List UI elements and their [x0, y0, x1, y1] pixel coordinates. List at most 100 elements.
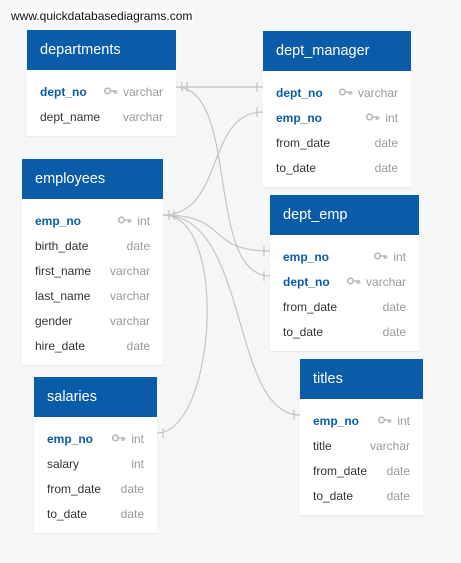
- field-type: date: [374, 136, 398, 150]
- field-row[interactable]: from_date date: [300, 459, 423, 484]
- field-type-label: int: [137, 214, 150, 228]
- field-name: from_date: [276, 136, 331, 150]
- table-title: salaries: [34, 377, 157, 417]
- field-row[interactable]: to_date date: [34, 502, 157, 527]
- table-salaries[interactable]: salaries emp_no int salary int from_date…: [34, 377, 157, 533]
- field-type: date: [386, 489, 410, 503]
- field-row[interactable]: to_date date: [263, 156, 411, 181]
- field-row[interactable]: from_date date: [263, 131, 411, 156]
- field-type: int: [118, 209, 150, 234]
- field-row[interactable]: first_name varchar: [22, 259, 163, 284]
- connector-employees-salaries: [156, 214, 208, 434]
- field-type: varchar: [346, 269, 406, 295]
- connector-employees-dept-emp: [162, 214, 271, 252]
- field-list: dept_no varchar dept_name varchar: [27, 70, 176, 136]
- field-type: date: [386, 464, 410, 478]
- field-row[interactable]: dept_no varchar: [263, 81, 411, 106]
- field-type-label: varchar: [365, 275, 406, 289]
- field-row[interactable]: emp_no int: [22, 209, 163, 234]
- field-type: date: [374, 161, 398, 175]
- field-name: hire_date: [35, 339, 86, 353]
- field-name: from_date: [313, 464, 368, 478]
- field-name: to_date: [313, 489, 354, 503]
- field-row[interactable]: emp_no int: [34, 427, 157, 452]
- field-type-label: int: [131, 432, 144, 446]
- table-title: employees: [22, 159, 163, 199]
- field-row[interactable]: to_date date: [270, 320, 419, 345]
- key-icon: [378, 408, 392, 433]
- key-icon: [346, 269, 361, 294]
- field-type: date: [126, 239, 150, 253]
- field-row[interactable]: hire_date date: [22, 334, 163, 359]
- field-name: first_name: [35, 264, 92, 278]
- field-name: emp_no: [47, 432, 94, 446]
- field-name: emp_no: [276, 111, 323, 125]
- field-list: emp_no int salary int from_date date to_…: [34, 417, 157, 533]
- field-name: emp_no: [35, 214, 82, 228]
- field-type: int: [131, 457, 144, 471]
- field-name: dept_name: [40, 110, 101, 124]
- field-row[interactable]: emp_no int: [300, 409, 423, 434]
- key-icon: [103, 79, 118, 104]
- field-type: int: [374, 245, 406, 270]
- field-name: dept_no: [40, 85, 87, 99]
- field-type: varchar: [109, 314, 150, 328]
- field-type: date: [120, 507, 144, 521]
- field-name: dept_no: [283, 275, 330, 289]
- field-row[interactable]: dept_no varchar: [27, 80, 176, 105]
- field-row[interactable]: emp_no int: [263, 106, 411, 131]
- field-type-label: int: [385, 111, 398, 125]
- table-titles[interactable]: titles emp_no int title varchar from_dat…: [300, 359, 423, 515]
- field-name: gender: [35, 314, 73, 328]
- key-icon: [366, 105, 380, 130]
- field-row[interactable]: salary int: [34, 452, 157, 477]
- field-row[interactable]: from_date date: [270, 295, 419, 320]
- field-name: dept_no: [276, 86, 323, 100]
- field-row[interactable]: emp_no int: [270, 245, 419, 270]
- key-icon: [112, 426, 126, 451]
- field-type-label: int: [397, 414, 410, 428]
- field-name: from_date: [283, 300, 338, 314]
- field-name: birth_date: [35, 239, 89, 253]
- field-type: varchar: [122, 110, 163, 124]
- table-title: dept_emp: [270, 195, 419, 235]
- field-name: emp_no: [313, 414, 360, 428]
- key-icon: [338, 80, 353, 105]
- key-icon: [118, 208, 132, 233]
- field-type: date: [382, 300, 406, 314]
- table-dept-emp[interactable]: dept_emp emp_no int dept_no varchar from…: [270, 195, 419, 351]
- field-list: emp_no int birth_date date first_name va…: [22, 199, 163, 365]
- connector-departments-dept-emp: [175, 86, 271, 277]
- connector-employees-dept-manager: [162, 111, 264, 216]
- table-employees[interactable]: employees emp_no int birth_date date fir…: [22, 159, 163, 365]
- field-row[interactable]: to_date date: [300, 484, 423, 509]
- field-name: title: [313, 439, 332, 453]
- table-title: dept_manager: [263, 31, 411, 71]
- field-type: varchar: [109, 289, 150, 303]
- field-name: last_name: [35, 289, 91, 303]
- table-departments[interactable]: departments dept_no varchar dept_name va…: [27, 30, 176, 136]
- field-list: emp_no int title varchar from_date date …: [300, 399, 423, 515]
- field-list: dept_no varchar emp_no int from_date dat…: [263, 71, 411, 187]
- field-type: varchar: [338, 80, 398, 106]
- field-row[interactable]: dept_name varchar: [27, 105, 176, 130]
- key-icon: [374, 244, 388, 269]
- field-row[interactable]: from_date date: [34, 477, 157, 502]
- field-type: varchar: [109, 264, 150, 278]
- field-name: emp_no: [283, 250, 330, 264]
- field-type: varchar: [103, 79, 163, 105]
- field-type: date: [126, 339, 150, 353]
- field-type-label: int: [393, 250, 406, 264]
- field-row[interactable]: last_name varchar: [22, 284, 163, 309]
- field-row[interactable]: birth_date date: [22, 234, 163, 259]
- field-type: date: [382, 325, 406, 339]
- field-name: salary: [47, 457, 80, 471]
- field-row[interactable]: gender varchar: [22, 309, 163, 334]
- field-row[interactable]: title varchar: [300, 434, 423, 459]
- field-row[interactable]: dept_no varchar: [270, 270, 419, 295]
- table-dept-manager[interactable]: dept_manager dept_no varchar emp_no int …: [263, 31, 411, 187]
- field-name: from_date: [47, 482, 102, 496]
- field-name: to_date: [47, 507, 88, 521]
- table-title: departments: [27, 30, 176, 70]
- table-title: titles: [300, 359, 423, 399]
